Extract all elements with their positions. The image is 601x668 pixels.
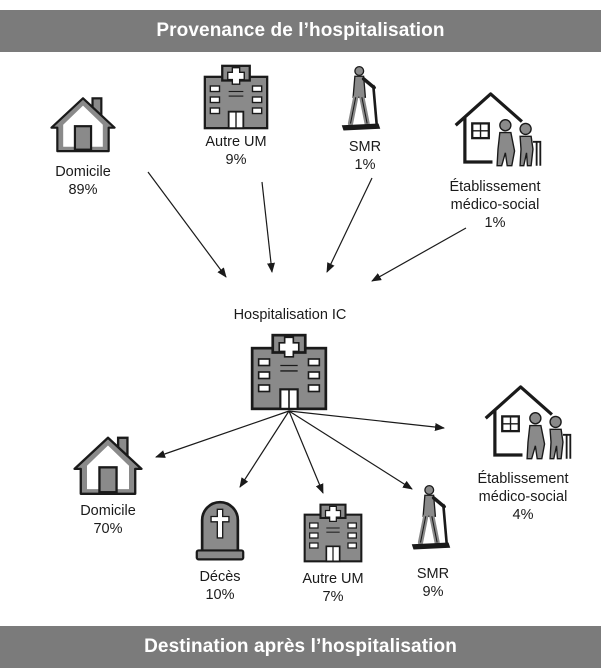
provenance-autre-um-value: 9%	[225, 152, 247, 168]
destination-ems-value: 4%	[512, 507, 534, 523]
provenance-domicile-value: 89%	[68, 182, 98, 198]
provenance-ems-name-2: médico-social	[450, 197, 540, 213]
provenance-header: Provenance de l’hospitalisation	[0, 10, 601, 52]
destination-autre-um-label: Autre UM 7%	[283, 570, 383, 606]
arrow-to-ems	[288, 410, 445, 431]
destination-deces-value: 10%	[205, 587, 235, 603]
provenance-smr-value: 1%	[354, 157, 376, 173]
arrow-to-autre-um	[288, 410, 324, 494]
destination-ems-name-1: Établissement	[477, 471, 569, 487]
provenance-autre-um-label: Autre UM 9%	[186, 133, 286, 169]
destination-smr-value: 9%	[422, 584, 444, 600]
destination-footer: Destination après l’hospitalisation	[0, 626, 601, 668]
provenance-ems-name-1: Établissement	[449, 179, 541, 195]
destination-domicile-label: Domicile 70%	[68, 502, 148, 538]
arrow-to-deces	[239, 410, 290, 488]
destination-autre-um-value: 7%	[322, 589, 344, 605]
provenance-autre-um-name: Autre UM	[205, 134, 267, 150]
provenance-smr-name: SMR	[348, 139, 382, 155]
provenance-ems-label: Établissement médico-social 1%	[430, 178, 560, 232]
destination-deces-name: Décès	[199, 569, 241, 585]
arrow-from-smr	[326, 177, 373, 273]
arrow-from-ems	[371, 227, 467, 282]
destination-autre-um-name: Autre UM	[302, 571, 364, 587]
provenance-ems-value: 1%	[484, 215, 506, 231]
destination-domicile-name: Domicile	[80, 503, 136, 519]
arrow-to-domicile	[155, 410, 290, 458]
provenance-domicile-label: Domicile 89%	[50, 163, 116, 199]
arrow-from-domicile	[147, 171, 227, 278]
arrow-from-autre-um	[261, 181, 275, 273]
destination-ems-name-2: médico-social	[478, 489, 568, 505]
destination-domicile-value: 70%	[93, 521, 123, 537]
provenance-domicile-name: Domicile	[55, 164, 111, 180]
destination-smr-name: SMR	[416, 566, 450, 582]
center-label: Hospitalisation IC	[233, 307, 347, 323]
destination-ems-label: Établissement médico-social 4%	[458, 470, 588, 524]
destination-deces-label: Décès 10%	[180, 568, 260, 604]
destination-smr-label: SMR 9%	[398, 565, 468, 601]
arrow-to-smr	[288, 410, 413, 490]
provenance-smr-label: SMR 1%	[330, 138, 400, 174]
